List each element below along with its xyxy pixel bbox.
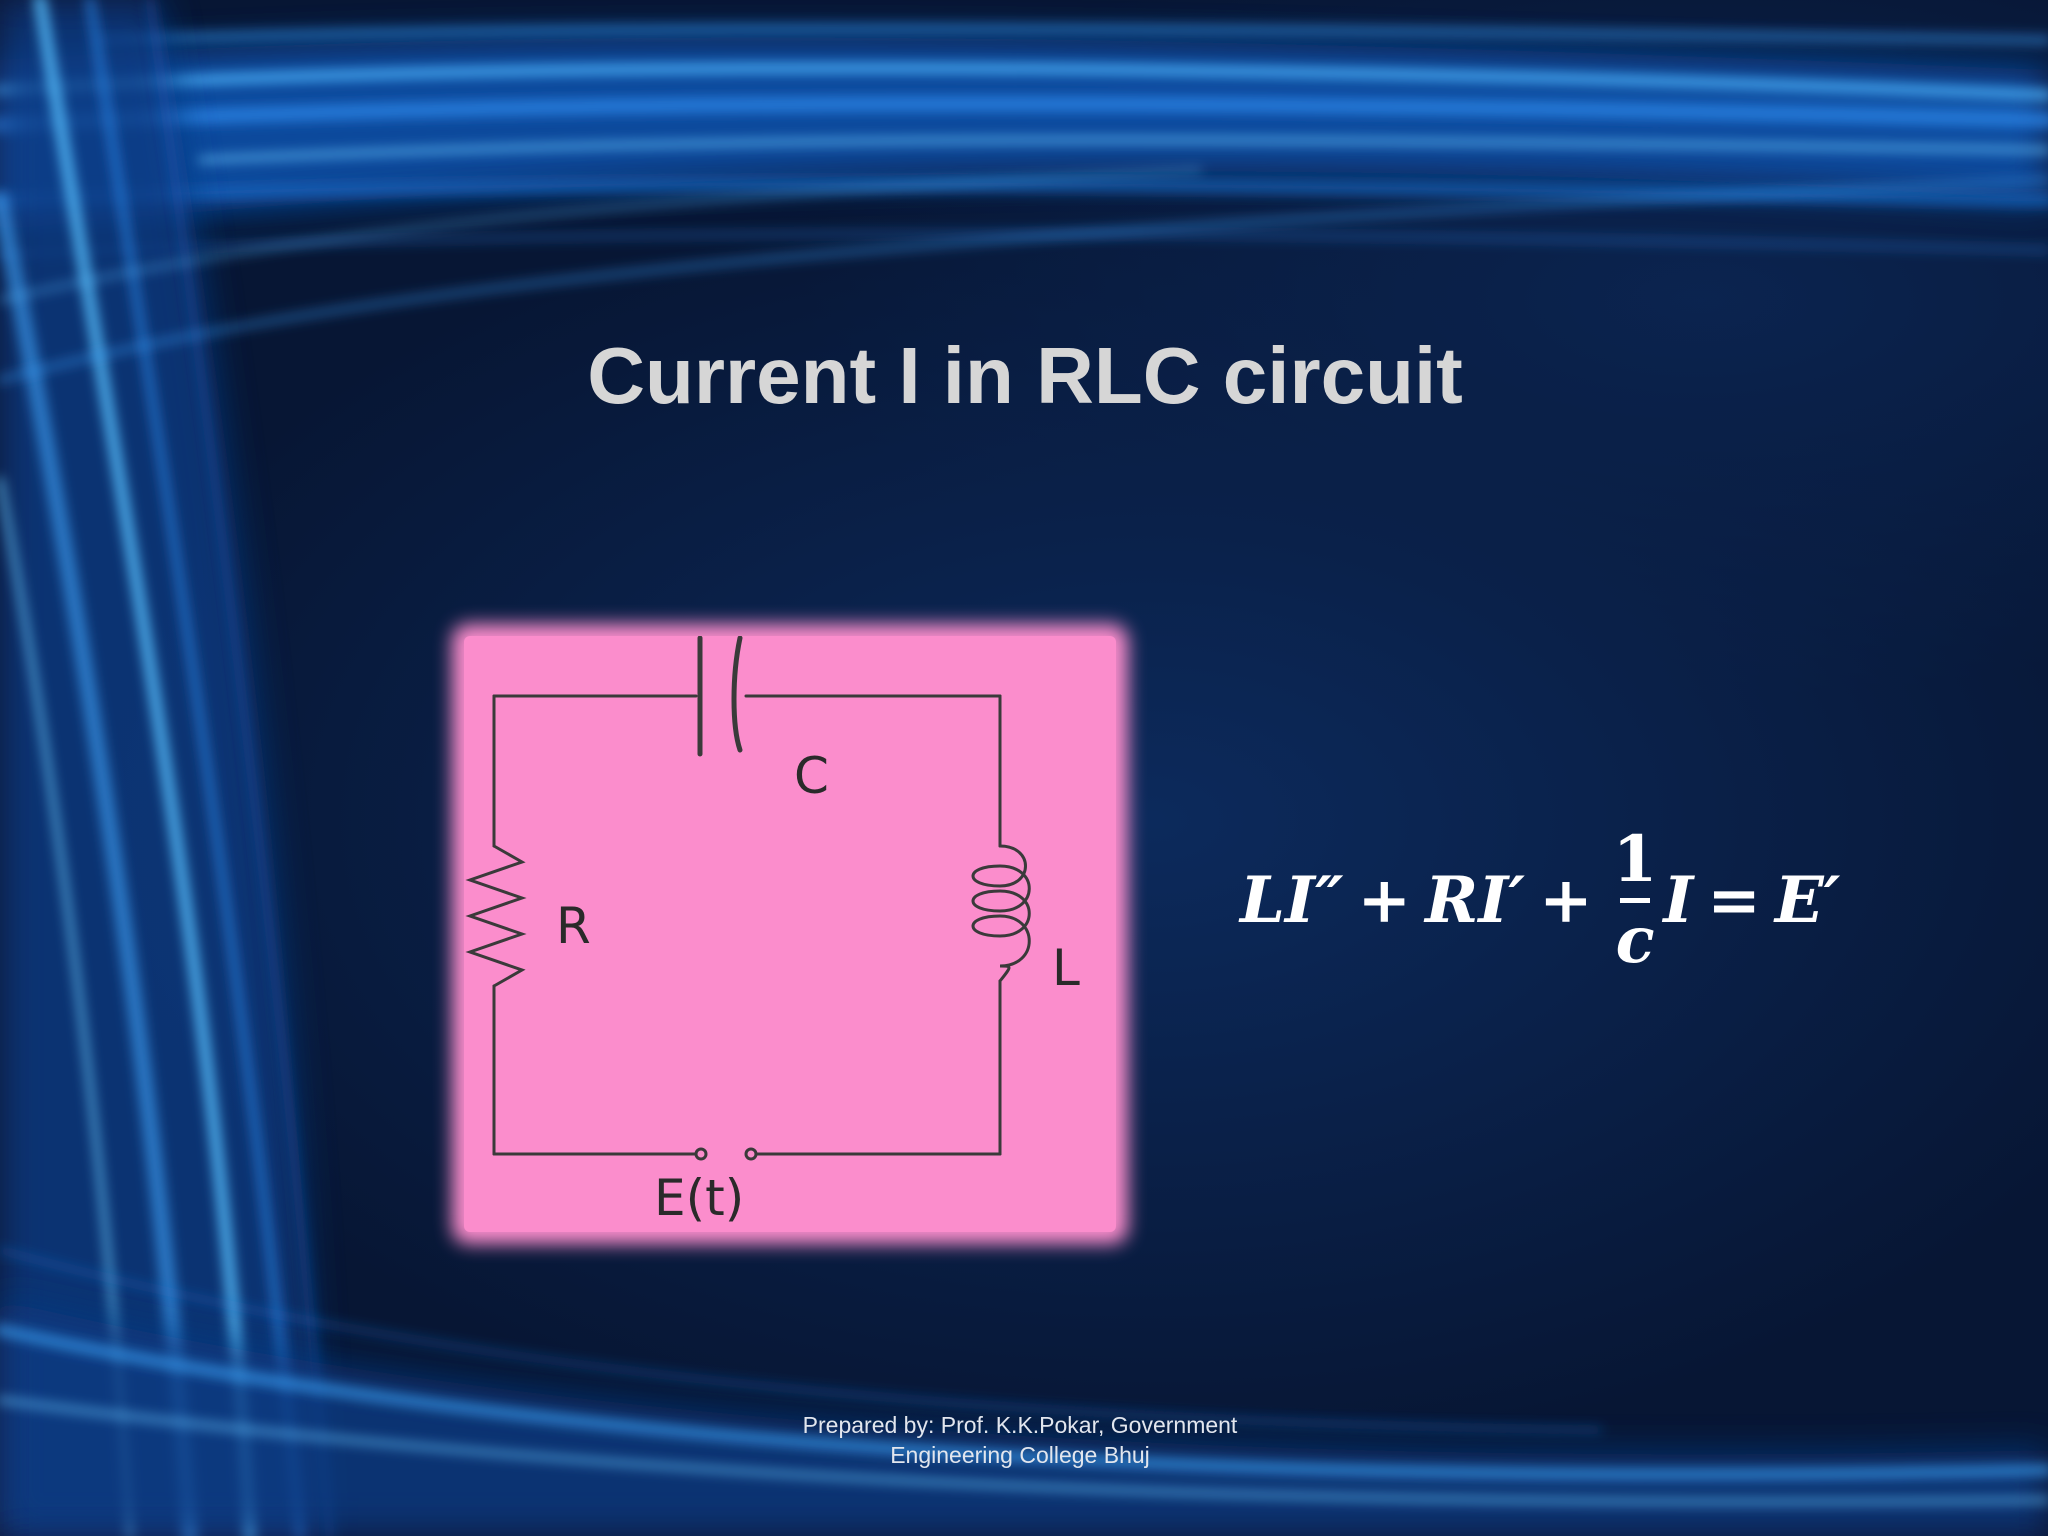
- equation-plus-2: +: [1539, 862, 1593, 938]
- slide-title: Current I in RLC circuit: [587, 331, 1463, 420]
- footer-line-2: Engineering College Bhuj: [890, 1442, 1150, 1468]
- capacitor-label: C: [794, 747, 829, 805]
- circuit-wiring: [465, 636, 1031, 1161]
- source-label: E(t): [654, 1169, 745, 1227]
- source-terminal-left: [694, 1147, 708, 1161]
- slide-footer: Prepared by: Prof. K.K.Pokar, Government…: [740, 1410, 1300, 1470]
- inductor-coil: [971, 844, 1031, 983]
- equation-term-capacitor: I: [1663, 862, 1694, 938]
- equation-equals: =: [1707, 862, 1761, 938]
- resistor-label: R: [556, 897, 591, 955]
- rlc-differential-equation: LI″ + RI′ + 1 c I = E′: [1240, 820, 1880, 980]
- footer-line-1: Prepared by: Prof. K.K.Pokar, Government: [802, 1412, 1238, 1438]
- fraction-bar: [1620, 897, 1651, 903]
- equation-fraction: 1 c: [1612, 821, 1658, 978]
- source-terminal-right: [744, 1147, 758, 1161]
- capacitor-plate-right: [731, 636, 743, 753]
- equation-term-inductor: LI″: [1240, 862, 1344, 938]
- rlc-circuit-diagram: C R L E(t): [464, 636, 1116, 1232]
- fraction-numerator: 1: [1612, 821, 1658, 897]
- equation-plus-1: +: [1357, 862, 1412, 938]
- fraction-denominator: c: [1615, 902, 1655, 978]
- equation-term-resistor: RI′: [1425, 862, 1526, 938]
- resistor-zigzag: [465, 844, 527, 988]
- equation-rhs: E′: [1774, 862, 1841, 938]
- inductor-label: L: [1052, 939, 1080, 997]
